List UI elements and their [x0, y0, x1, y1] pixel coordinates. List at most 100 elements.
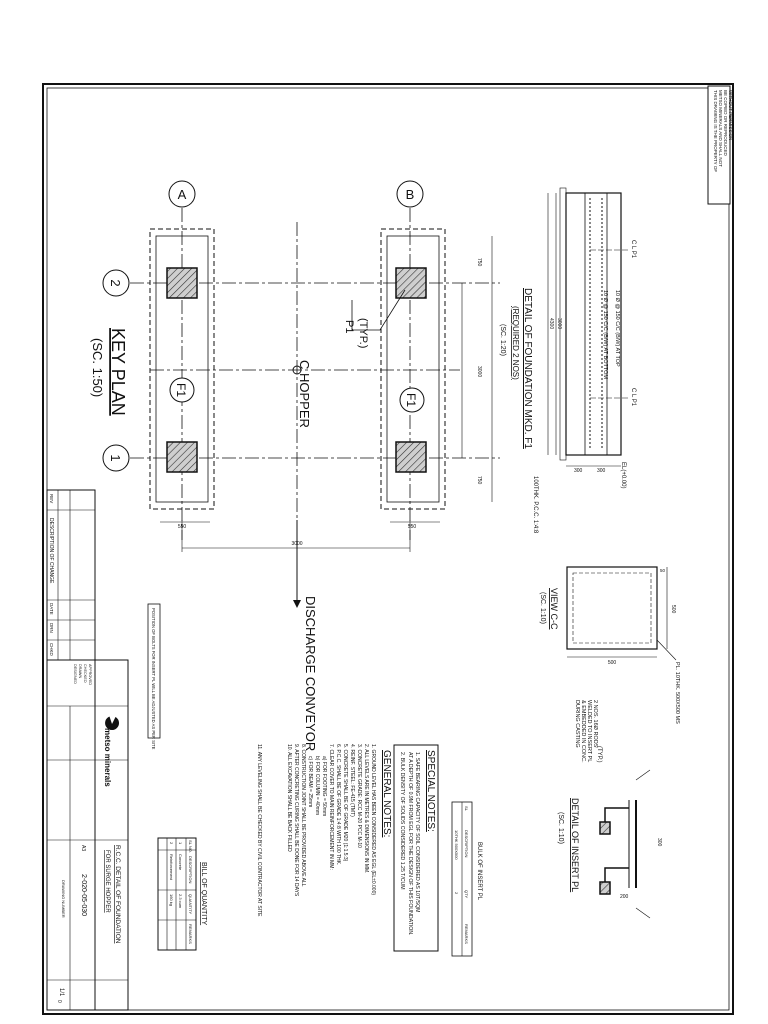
- conveyor-label: DISCHARGE CONVEYOR: [303, 596, 318, 751]
- footing-tag-left-text: F1: [174, 383, 188, 397]
- general-notes-title: GENERAL NOTES:: [381, 750, 392, 837]
- boq-cell: 160 kg: [169, 894, 174, 906]
- dim-text: 50: [660, 568, 666, 573]
- dim-text: 3000: [556, 318, 562, 329]
- title-block: metso minerals DESIGNED DRAWN CHECKED AP…: [46, 659, 129, 1011]
- general-note-line: 4. REINF. STEEL: FE-415 (TMT): [349, 744, 355, 817]
- insert-plate-detail: 300 200 (TYP.) 2 NOS. 16Ø RODS WELDED TO…: [557, 700, 662, 919]
- el-label: EL(+0.00): [620, 462, 626, 489]
- general-note-line: 11. ANY LEVELING SHALL BE CHECKED BY CIV…: [256, 744, 262, 917]
- rev-header: DATE: [49, 603, 54, 615]
- drawing-number: 2-020-05-030: [80, 874, 87, 916]
- bolt-note: POSITION OF BOLTS FOR INSERT PL WILL BE …: [151, 608, 156, 750]
- boq-cell: 1: [178, 842, 183, 845]
- grid-bubble-2: [102, 269, 130, 297]
- bulk-insert-title: BULK OF INSERT PL: [476, 842, 482, 901]
- dim-text: 550: [178, 524, 187, 530]
- special-note-line: 2. BULK DENSITY OF SOLIDS CONSIDERED 1.2…: [399, 752, 405, 890]
- dim-text: 500: [608, 660, 617, 666]
- section-scale: (SC. 1:20): [499, 324, 506, 356]
- section-title: DETAIL OF FOUNDATION MKD. F1: [522, 288, 533, 449]
- view-cc: 500 500 50 VIEW C-C (SC. 1:10) PL. 10THK…: [539, 566, 680, 724]
- boq-cell: 2: [169, 842, 174, 845]
- general-note-line: 7. CLEAR COVER TO MAIN REINFORCEMENT IN …: [328, 744, 334, 870]
- general-note-line: 2. ALL LEVELS ARE IN METRES & DIMENSIONS…: [363, 744, 369, 874]
- insert-note: & EMBEDDED IN CONC.: [580, 700, 586, 763]
- footing-slab: [565, 192, 622, 456]
- plate-outline: [566, 566, 658, 650]
- special-note-line: 1. SAFE BEARING CAPACITY OF SOIL CONSIDE…: [414, 752, 420, 912]
- bolt-note-box: POSITION OF BOLTS FOR INSERT PL WILL BE …: [147, 603, 161, 750]
- pedestal-a2: [166, 267, 198, 299]
- tb-label: DRAWING NUMBER: [61, 880, 66, 918]
- sheet-inner-border: [46, 87, 730, 1011]
- insert-typ: (TYP.): [596, 746, 602, 763]
- key-plan-scale: (SC. 1:50): [90, 338, 105, 397]
- pedestal-body: [584, 192, 608, 456]
- insert-dim: 300: [656, 838, 662, 847]
- footing-left-outline: [149, 228, 215, 510]
- corner-note-line: BE COPIED OR REPRODUCED: [723, 90, 728, 157]
- insert-note: DURING CASTING: [574, 700, 580, 748]
- company-name: metso minerals: [103, 728, 112, 787]
- rev-header: DESCRIPTION OF CHANGE: [48, 518, 54, 584]
- boq-title: BILL OF QUANTITY: [200, 862, 207, 925]
- dim-text: 300: [597, 468, 606, 474]
- insert-note: WELDED TO INSERT PL: [586, 700, 592, 762]
- special-notes-box: SPECIAL NOTES: 1. SAFE BEARING CAPACITY …: [393, 744, 439, 952]
- grid-bubble-b: [396, 180, 424, 208]
- boq-header: QUANTITY: [188, 894, 193, 915]
- plate-inner: [572, 572, 652, 644]
- tb-label: DESIGNED: [73, 664, 77, 684]
- boq-header: DESCRIPTION: [188, 856, 193, 883]
- hopper-label: C HOPPER: [297, 360, 312, 428]
- sheet-border: [42, 83, 734, 1015]
- bulk-insert-header: DESCRIPTION: [464, 830, 469, 857]
- corner-notes-box: THIS DRAWING IS THE PROPERTY OF METSO MI…: [707, 85, 733, 205]
- general-note-line: 6. P.C.C. SHALL BE OF GRADE 1:4:8 WITH 1…: [335, 744, 341, 865]
- general-note-line: a) FOR FOOTING = 50mm: [321, 756, 327, 816]
- insert-note: 2 NOS. 16Ø RODS: [592, 700, 598, 748]
- pedestal-label: P1: [343, 320, 355, 333]
- section-required: (REQUIRED 2 NOS): [511, 306, 520, 380]
- dim-text: 750: [476, 258, 482, 267]
- rev-header: CHKD: [49, 643, 54, 657]
- dim-text: 550: [408, 524, 417, 530]
- cl-label: C L P1: [630, 388, 636, 407]
- boq-header: REMARKS: [188, 924, 193, 944]
- bulk-insert-header: QTY: [464, 890, 469, 899]
- special-note-line: AT A DEPTH OF 0.9M FROM EGL FOR THE DESI…: [407, 752, 413, 936]
- general-note-line: 5. CONCRETE SHALL BE OF GRADE M20 (1:1.5…: [342, 744, 348, 862]
- anchor-rod: [604, 867, 629, 882]
- rev-header: REV: [49, 494, 54, 503]
- bulk-insert-table: BULK OF INSERT PL SL DESCRIPTION QTY REM…: [451, 801, 482, 957]
- special-notes-title: SPECIAL NOTES:: [425, 750, 436, 832]
- grid-label-a: A: [178, 187, 187, 202]
- dim-text: 300: [574, 468, 583, 474]
- key-plan: A B 2 1 F1 F1 C HOPPER: [90, 180, 500, 751]
- project-subtitle: FOR SURGE HOPPER: [104, 850, 110, 913]
- dim-text: 750: [476, 476, 482, 485]
- sheet-number: 1/1: [58, 988, 64, 997]
- pedestal-a1: [166, 441, 198, 473]
- plate-note: PL. 10THK. 500X500 MS: [674, 662, 680, 724]
- general-note-line: 9. AFTER CONCRETING CURING SHALL BE DONE…: [293, 744, 299, 897]
- key-plan-title: KEY PLAN: [108, 328, 128, 416]
- project-title: R.C.C. DETAIL OF FOUNDATION: [114, 845, 121, 944]
- grid-label-b: B: [406, 187, 415, 202]
- footing-tag-right: [399, 387, 425, 413]
- footing-left-inner: [155, 235, 209, 503]
- grid-bubble-a: [168, 180, 196, 208]
- rebar-note: 10 Ø @ 150 C/C (B/W) AT BOTTOM: [602, 290, 608, 379]
- bill-of-quantity: BILL OF QUANTITY SL NO. DESCRIPTION QUAN…: [157, 837, 207, 951]
- bulk-insert-cell: 10THK 500X500: [454, 830, 459, 860]
- rod-base: [599, 821, 611, 835]
- footing-tag-right-text: F1: [404, 393, 418, 407]
- anchor-rod: [604, 807, 629, 822]
- general-notes: GENERAL NOTES: 1. GROUND LEVEL HAS BEEN …: [256, 744, 392, 917]
- plate-leader: [656, 639, 677, 661]
- boq-cell: 2.3 cum: [178, 894, 183, 909]
- hopper-center-mark: [292, 365, 302, 375]
- corner-note-line: THIS DRAWING IS THE PROPERTY OF: [713, 90, 718, 172]
